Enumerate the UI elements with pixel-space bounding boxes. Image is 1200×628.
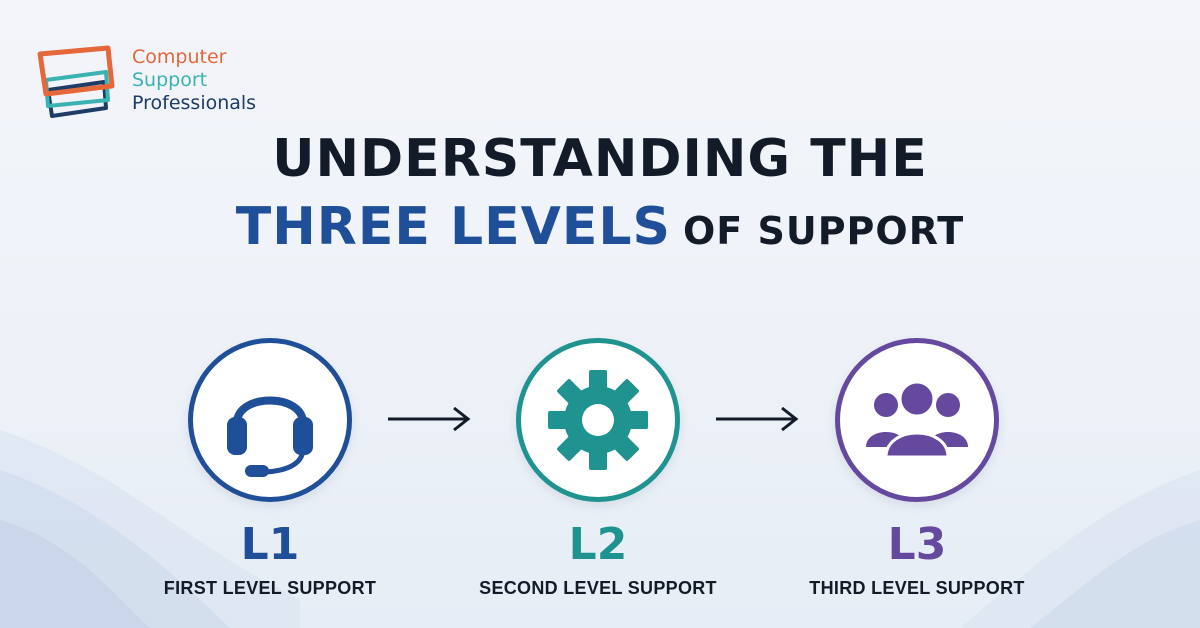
brand-name: Computer Support Professionals bbox=[132, 46, 256, 115]
title-accent: THREE LEVELS bbox=[235, 197, 671, 257]
level-2-card: L2 SECOND LEVEL SUPPORT bbox=[468, 338, 728, 599]
gear-icon bbox=[548, 370, 648, 470]
brand-line-2: Support bbox=[132, 69, 208, 91]
title-rest: OF SUPPORT bbox=[682, 209, 965, 253]
level-2-label: SECOND LEVEL SUPPORT bbox=[479, 578, 717, 598]
level-2-ring bbox=[516, 338, 680, 502]
level-1-label: FIRST LEVEL SUPPORT bbox=[163, 578, 377, 598]
arrow-right-icon bbox=[716, 406, 799, 432]
brand-logo: Computer Support Professionals bbox=[34, 44, 284, 124]
headset-icon bbox=[227, 396, 313, 477]
level-1-card: L1 FIRST LEVEL SUPPORT bbox=[140, 338, 400, 599]
level-2-code: L2 bbox=[568, 519, 628, 570]
level-3-label: THIRD LEVEL SUPPORT bbox=[809, 578, 1025, 598]
arrow-right-icon bbox=[388, 406, 471, 432]
title-line-1: UNDERSTANDING THE bbox=[272, 129, 928, 189]
brand-line-1: Computer bbox=[132, 46, 227, 68]
level-3-code: L3 bbox=[887, 519, 947, 570]
level-1-ring bbox=[188, 338, 352, 502]
level-3-card: L3 THIRD LEVEL SUPPORT bbox=[787, 338, 1047, 599]
level-3-ring bbox=[835, 338, 999, 502]
brand-line-3: Professionals bbox=[132, 92, 257, 114]
group-icon bbox=[866, 380, 968, 459]
level-1-code: L1 bbox=[240, 519, 300, 570]
monitor-logo-icon bbox=[37, 45, 115, 118]
